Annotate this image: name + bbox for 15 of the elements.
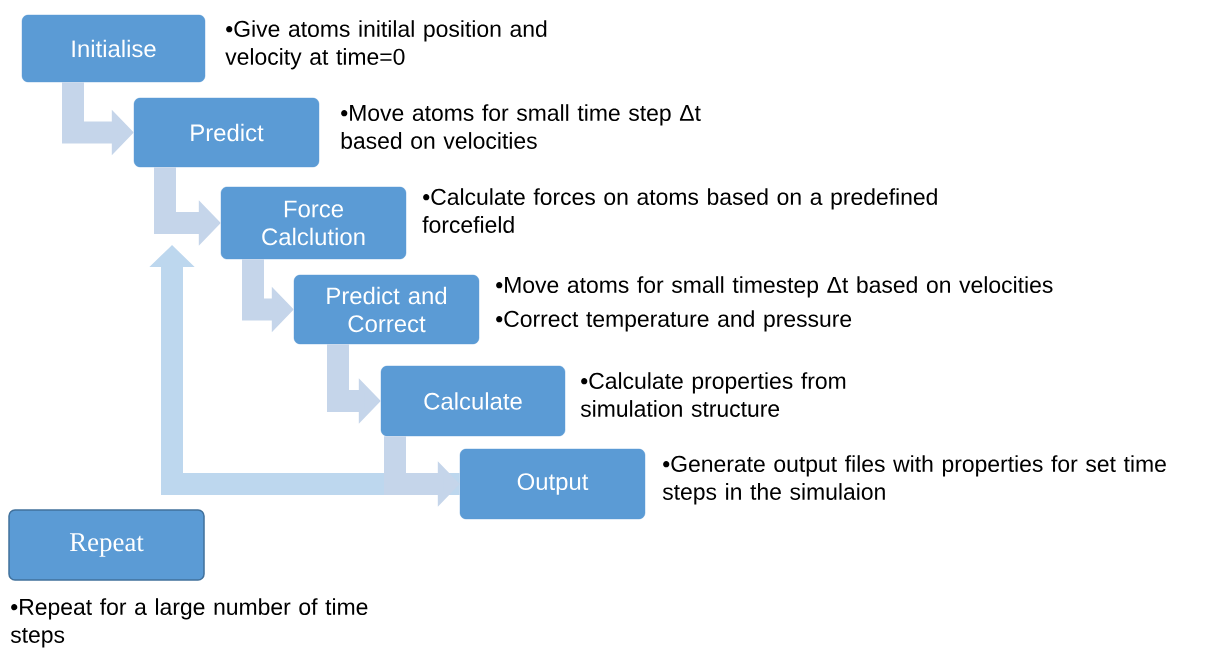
bullet-text: •Repeat for a large number of time steps <box>10 598 368 648</box>
bullet-text: •Calculate properties from simulation structure <box>580 372 846 417</box>
bullet-text: •Move atoms for small time step Δt based on velocities <box>341 104 701 149</box>
bullet-text: •Give atoms initilal position and velocity at time=0 <box>225 20 547 70</box>
process-box: Force Calclution <box>220 186 407 260</box>
bullet-text: •Move atoms for small timestep Δt based on velocities <box>496 276 1053 298</box>
process-box: Repeat <box>8 509 205 581</box>
process-box: Predict and Correct <box>293 274 480 345</box>
bullet-text: •Calculate forces on atoms based on a predefined forcefield <box>422 188 937 233</box>
bullet-text: •Generate output files with properties for set time steps in the simulaion <box>662 455 1166 505</box>
process-box: Predict <box>133 97 320 168</box>
process-box: Output <box>459 448 646 520</box>
process-box: Initialise <box>21 14 206 83</box>
bullet-text: •Correct temperature and pressure <box>496 310 852 332</box>
process-box: Calculate <box>380 365 566 437</box>
